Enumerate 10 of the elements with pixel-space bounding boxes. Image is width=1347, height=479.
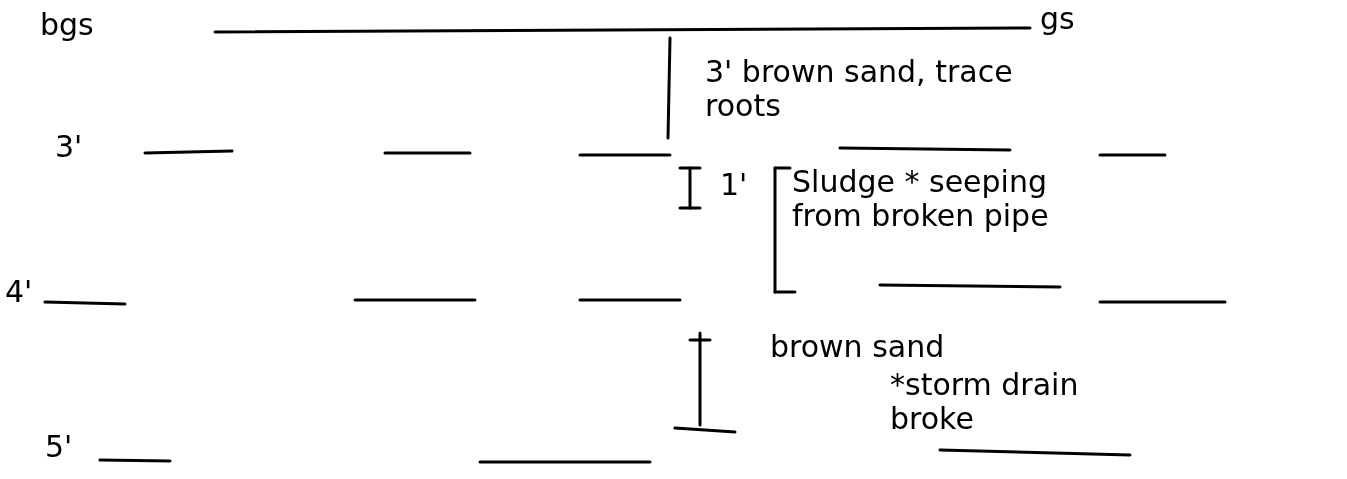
thickness-label: 1' bbox=[720, 168, 749, 202]
depth-label: gs bbox=[1040, 2, 1076, 36]
depth-label: 3' bbox=[55, 130, 84, 164]
layer-description: brown sand bbox=[770, 330, 946, 364]
layer-description: Sludge * seeping from broken pipe bbox=[792, 165, 1050, 233]
depth-label: 4' bbox=[5, 275, 34, 309]
layer-description: 3' brown sand, trace roots bbox=[705, 55, 1014, 123]
depth-label: bgs bbox=[40, 8, 95, 42]
note: *storm drain broke bbox=[890, 368, 1080, 436]
depth-label: 5' bbox=[45, 430, 74, 464]
